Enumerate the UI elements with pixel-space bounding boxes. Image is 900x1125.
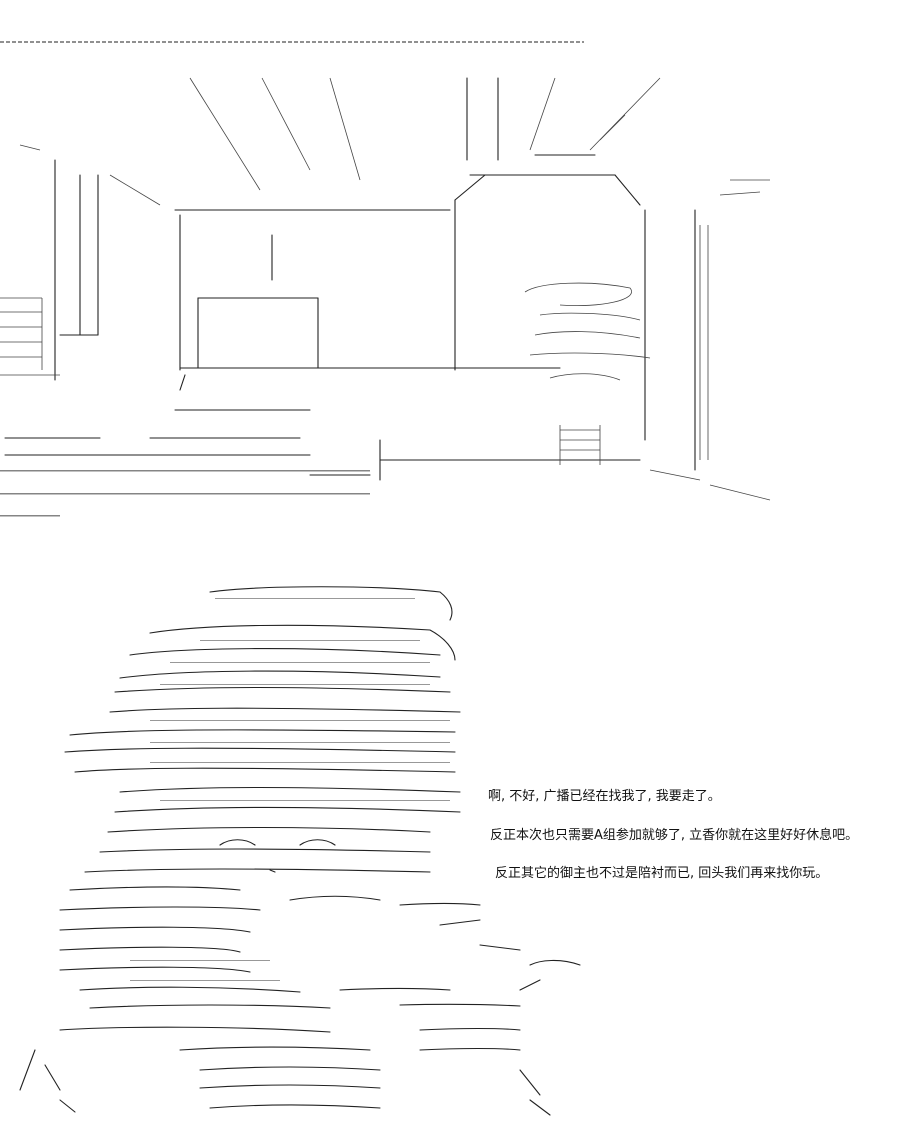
- back-wall: [174, 174, 696, 471]
- character-figure: [19, 586, 581, 1116]
- room-scene: [0, 77, 771, 517]
- wall-posts: [54, 77, 596, 381]
- right-column-marks: [649, 179, 771, 501]
- desk: [4, 297, 641, 481]
- light-rays: [19, 77, 661, 206]
- hair-outline: [64, 586, 461, 773]
- face: [84, 786, 461, 873]
- dialogue-line-1: 啊, 不好, 广播已经在找我了, 我要走了。: [488, 789, 721, 804]
- collar-and-jacket: [19, 886, 581, 1116]
- left-shelves: [0, 297, 60, 376]
- shading-texture: [130, 598, 450, 981]
- dialogue-line-2: 反正本次也只需要A组参加就够了, 立香你就在这里好好休息吧。: [490, 828, 859, 843]
- floor-hatching: [0, 470, 370, 517]
- dialogue-line-3: 反正其它的御主也不过是陪衬而已, 回头我们再来找你玩。: [495, 866, 829, 881]
- small-figure: [524, 282, 651, 465]
